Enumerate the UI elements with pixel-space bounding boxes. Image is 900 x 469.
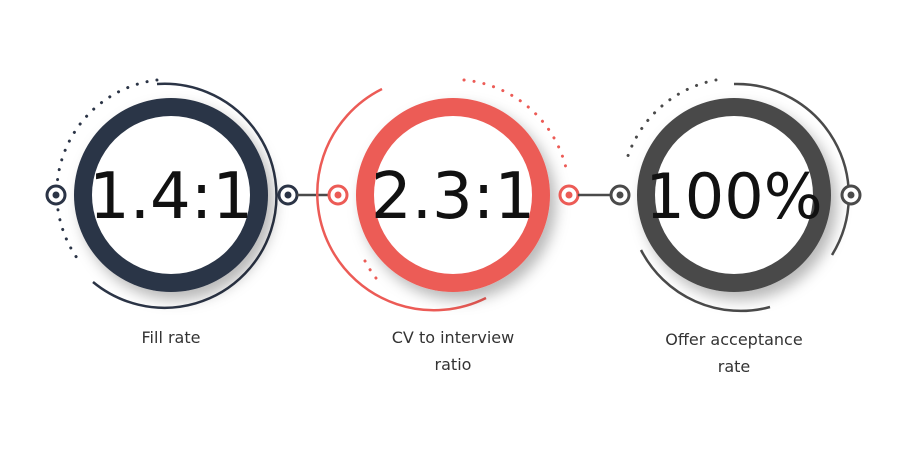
metric-value: 100% [645,160,822,233]
connector-node-left [327,184,349,206]
metric-inner-face [374,116,532,274]
connector-node-left [45,184,67,206]
label-line: ratio [434,355,472,374]
metric-outer-arc [733,82,851,256]
label-line: Offer acceptance [665,330,803,349]
connector-node-right [558,184,580,206]
metric-cv-to-interview: 2.3:1 [316,78,580,312]
connector-node-right [840,184,862,206]
metric-outer-arc [92,82,278,309]
connector-node-left [609,184,631,206]
label-line: CV to interview [391,328,515,347]
metric-value: 2.3:1 [371,160,535,234]
connector-node-right [277,184,299,206]
metric-dotted-arc [55,78,159,260]
metric-outer-arc [639,249,771,313]
metric-fill-rate: 1.4:1 [45,78,299,309]
metric-label-cv-to-interview: CV to interview ratio [343,324,563,378]
metric-label-fill-rate: Fill rate [61,324,281,351]
metric-inner-face [92,116,250,274]
label-line: rate [717,357,751,376]
metric-label-offer-acceptance: Offer acceptance rate [624,326,844,380]
metric-dotted-arc [462,78,568,170]
metric-offer-acceptance: 100% [609,78,862,313]
metric-dotted-arc [363,259,382,285]
label-line: Fill rate [141,328,201,347]
metric-inner-face [655,116,813,274]
metric-outer-arc [316,87,487,312]
metric-dotted-arc [624,78,718,164]
metric-value: 1.4:1 [89,160,253,234]
